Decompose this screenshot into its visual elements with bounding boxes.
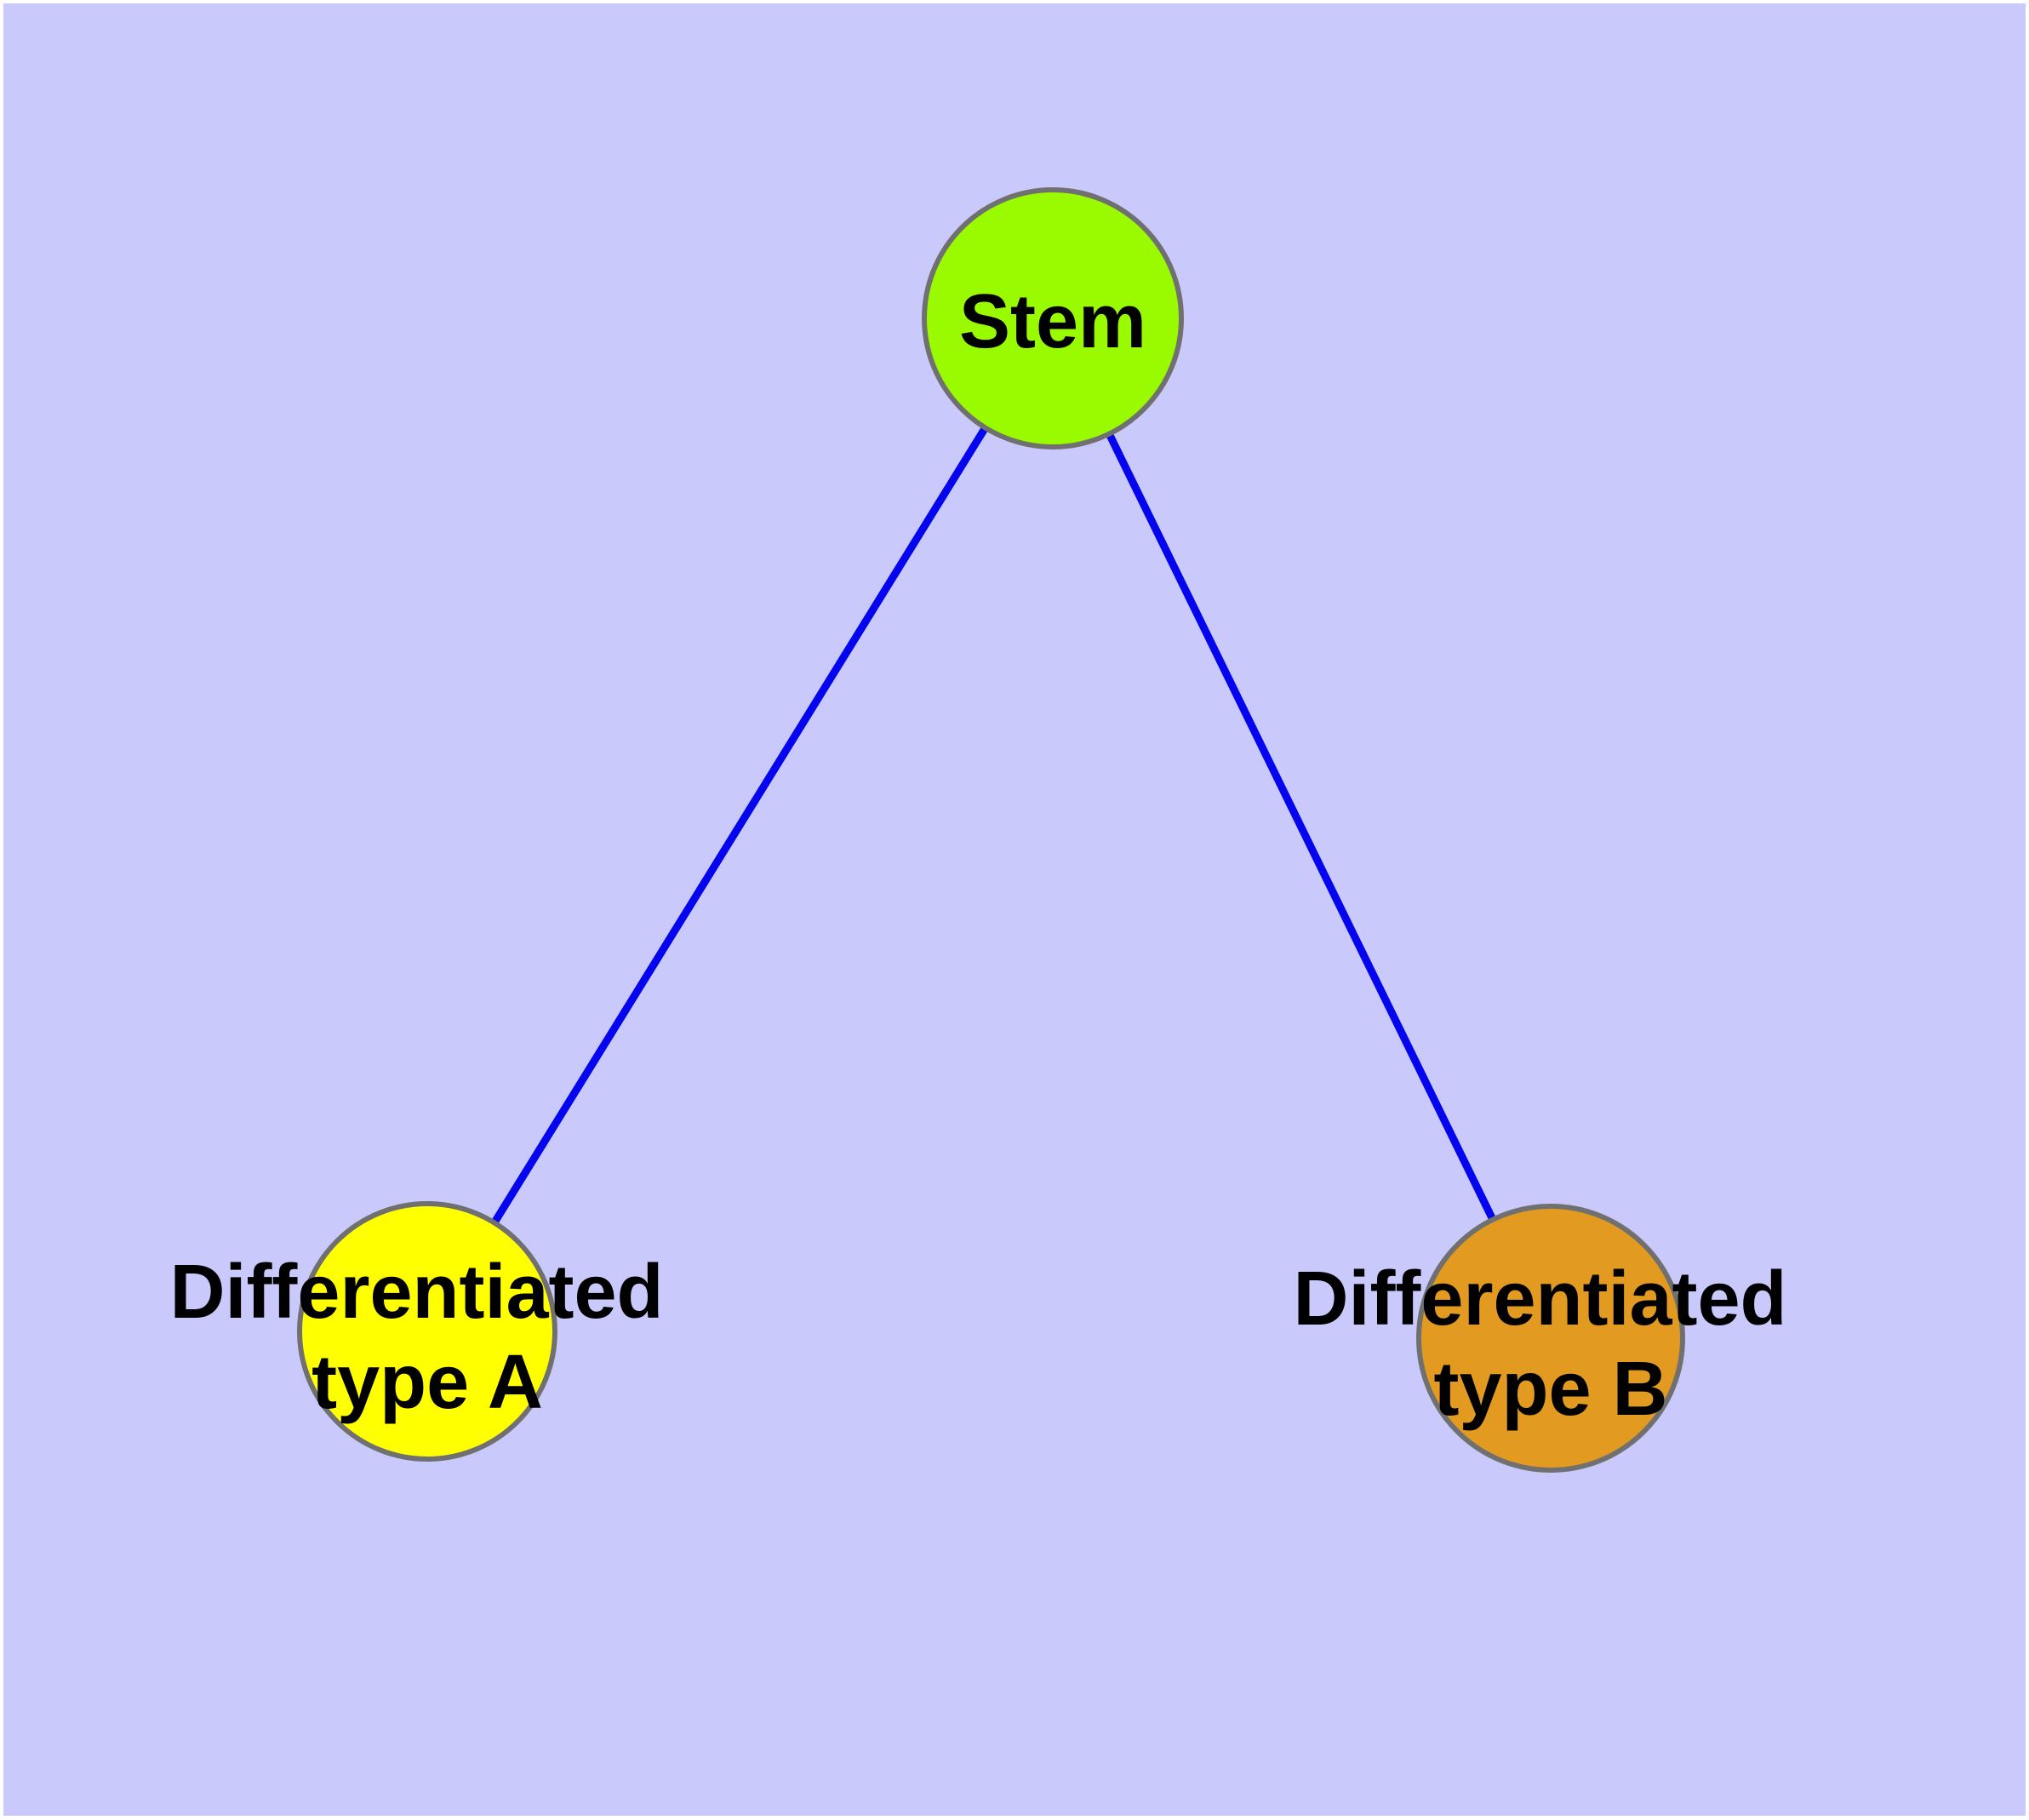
node-label-line: type B bbox=[1433, 1347, 1667, 1432]
node-differentiated-type-a-label: Differentiated type A bbox=[169, 1250, 684, 1425]
node-stem-label: Stem bbox=[959, 279, 1146, 364]
node-differentiated-type-b[interactable] bbox=[1416, 1204, 1685, 1473]
node-label-line: Differentiated bbox=[169, 1250, 663, 1335]
node-label-line: type A bbox=[311, 1340, 543, 1425]
edge-stem-to-type-a bbox=[424, 316, 1056, 1334]
node-stem[interactable] bbox=[922, 187, 1184, 449]
node-differentiated-type-b-label: Differentiated type B bbox=[1293, 1256, 1808, 1432]
node-differentiated-type-a[interactable] bbox=[297, 1201, 557, 1462]
edge-stem-to-type-b bbox=[1049, 317, 1555, 1340]
node-label-line: Differentiated bbox=[1293, 1256, 1786, 1342]
